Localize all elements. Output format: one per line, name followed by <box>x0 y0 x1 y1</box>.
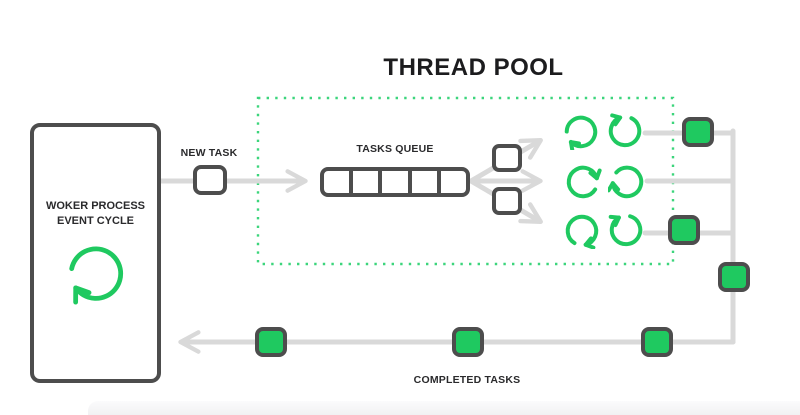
queue-cell <box>382 171 412 193</box>
new-task-label: NEW TASK <box>180 147 238 159</box>
cycle-arrow-icon <box>562 112 600 150</box>
cycle-arrow-icon <box>607 111 643 149</box>
cycle-arrow-icon <box>608 162 646 200</box>
worker-process-label-line2: EVENT CYCLE <box>56 215 134 228</box>
worker-process-label-line1: WOKER PROCESS <box>45 200 145 212</box>
pending-task-square <box>492 187 522 215</box>
pending-task-square <box>492 144 522 172</box>
completed-task-square <box>668 215 700 245</box>
worker-process-box: WOKER PROCESS EVENT CYCLE <box>30 123 161 383</box>
thread-pool-title: THREAD POOL <box>383 54 564 81</box>
completed-task-square <box>682 117 714 147</box>
tasks-queue-label: TASKS QUEUE <box>356 143 434 155</box>
queue-cell <box>324 171 354 193</box>
completed-task-square <box>452 327 484 357</box>
thread-pool-dotted-border <box>256 96 675 266</box>
bottom-strip <box>88 401 800 415</box>
worker-process-label: WOKER PROCESS EVENT CYCLE <box>34 199 157 230</box>
completed-task-square <box>255 327 287 357</box>
completed-tasks-label: COMPLETED TASKS <box>413 374 521 386</box>
queue-cell <box>441 171 466 193</box>
tasks-queue <box>320 167 470 197</box>
cycle-arrow-icon <box>566 165 602 199</box>
cycle-arrow-icon <box>607 210 645 248</box>
new-task-square <box>193 165 227 195</box>
queue-cell <box>353 171 383 193</box>
cycle-arrow-icon <box>565 214 599 249</box>
cycle-arrow-icon <box>63 239 129 305</box>
completed-task-square <box>641 327 673 357</box>
queue-cell <box>412 171 441 193</box>
completed-task-square <box>718 262 750 292</box>
